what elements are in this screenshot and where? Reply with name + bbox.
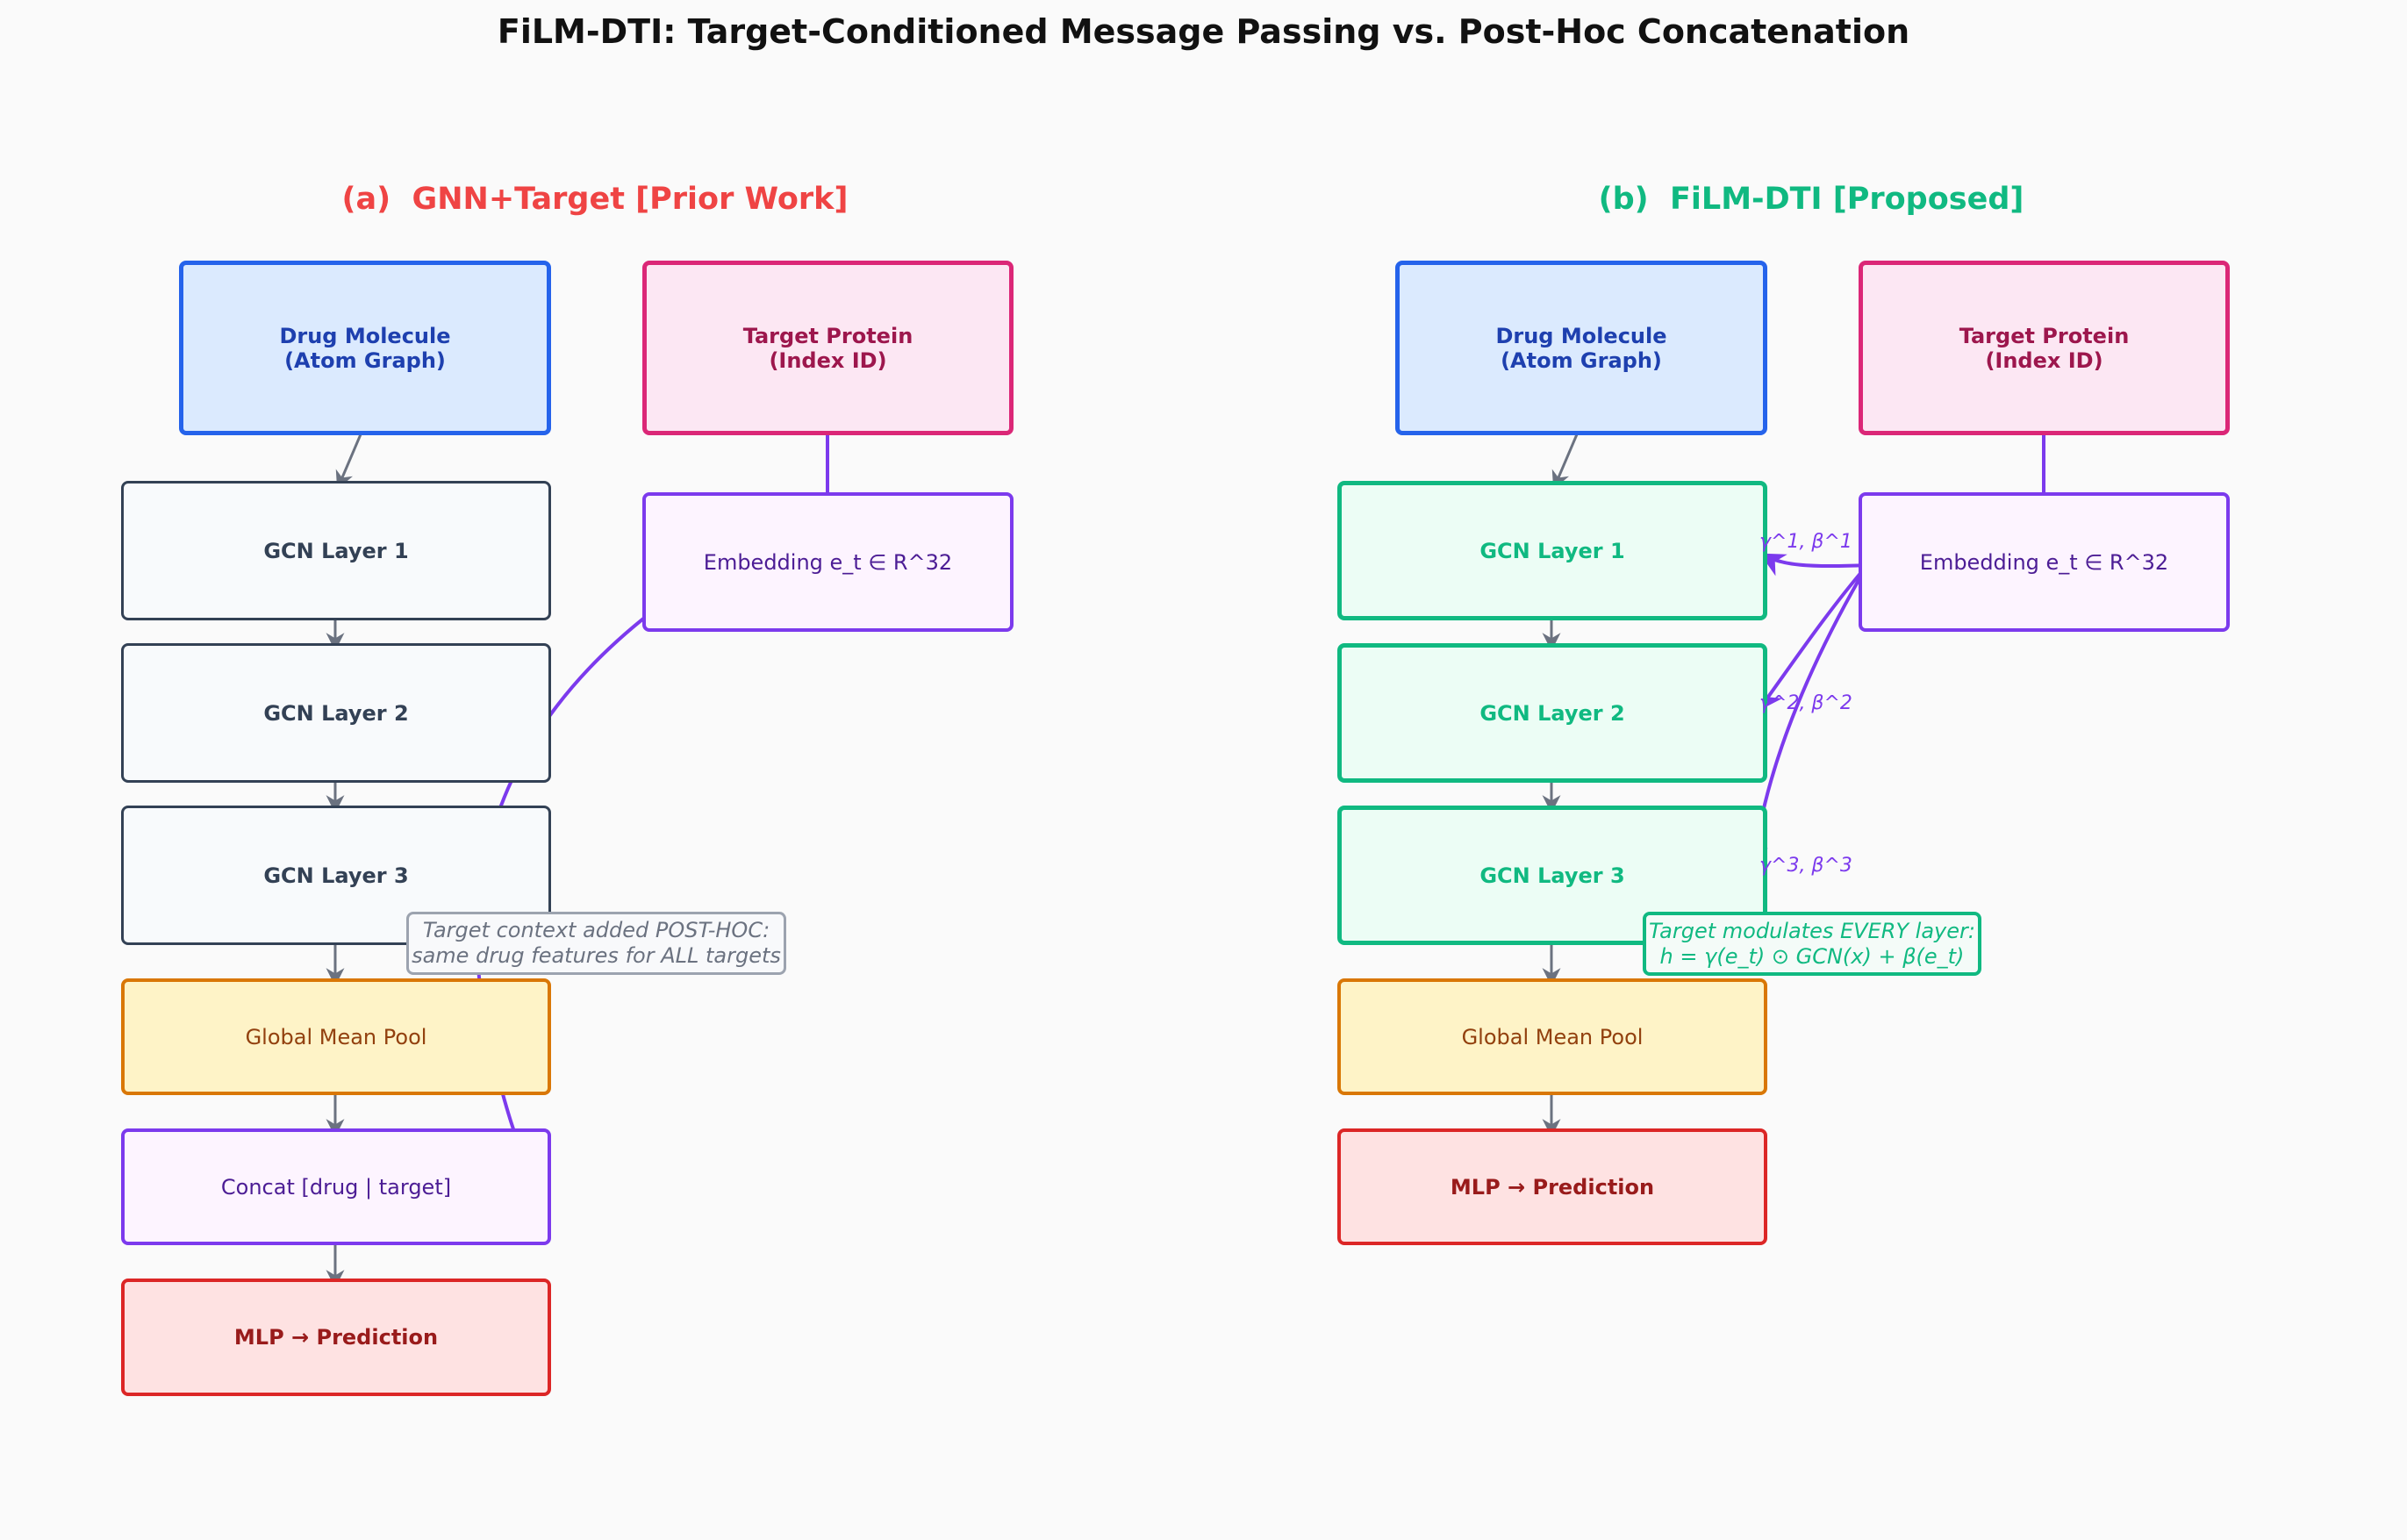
figure-title: FiLM-DTI: Target-Conditioned Message Pas… bbox=[497, 12, 1910, 51]
panel-a-embedding-box: Embedding e_t ∈ R^32 bbox=[642, 492, 1014, 632]
panel-b-gcn-layer-2: GCN Layer 2 bbox=[1337, 643, 1767, 783]
panel-a-gcn-layer-1: GCN Layer 1 bbox=[121, 481, 551, 620]
film-label-layer-2: γ^2, β^2 bbox=[1759, 692, 1852, 714]
panel-a-global-mean-pool: Global Mean Pool bbox=[121, 978, 551, 1095]
arrow-b-film-layer1 bbox=[1759, 553, 1868, 577]
panel-b-title: (b) FiLM-DTI [Proposed] bbox=[1598, 182, 2024, 217]
film-label-layer-3: γ^3, β^3 bbox=[1759, 855, 1852, 877]
panel-a-concat-box: Concat [drug | target] bbox=[121, 1128, 551, 1245]
panel-b-global-mean-pool: Global Mean Pool bbox=[1337, 978, 1767, 1095]
arrow-b-film-layer3 bbox=[1743, 563, 1869, 871]
panel-b-gcn-layer-1: GCN Layer 1 bbox=[1337, 481, 1767, 620]
arrow-a-drug-gcn1 bbox=[335, 427, 365, 490]
panel-a-title: (a) GNN+Target [Prior Work] bbox=[341, 182, 849, 217]
panel-a-target-protein-box: Target Protein (Index ID) bbox=[642, 261, 1014, 435]
panel-b-mlp-prediction: MLP → Prediction bbox=[1337, 1128, 1767, 1245]
panel-a-drug-molecule-box: Drug Molecule (Atom Graph) bbox=[179, 261, 551, 435]
arrow-b-film-layer2 bbox=[1758, 563, 1869, 712]
panel-a-mlp-prediction: MLP → Prediction bbox=[121, 1279, 551, 1396]
panel-b-target-protein-box: Target Protein (Index ID) bbox=[1859, 261, 2230, 435]
arrow-b-drug-gcn1 bbox=[1551, 427, 1581, 490]
panel-b-gcn-layer-3: GCN Layer 3 bbox=[1337, 806, 1767, 945]
panel-a-gcn-layer-2: GCN Layer 2 bbox=[121, 643, 551, 783]
film-label-layer-1: γ^1, β^1 bbox=[1759, 531, 1852, 553]
panel-a-posthoc-note: Target context added POST-HOC: same drug… bbox=[406, 912, 786, 975]
panel-b-modulation-note: Target modulates EVERY layer: h = γ(e_t)… bbox=[1643, 912, 1981, 976]
panel-b-drug-molecule-box: Drug Molecule (Atom Graph) bbox=[1395, 261, 1767, 435]
panel-b-embedding-box: Embedding e_t ∈ R^32 bbox=[1859, 492, 2230, 632]
